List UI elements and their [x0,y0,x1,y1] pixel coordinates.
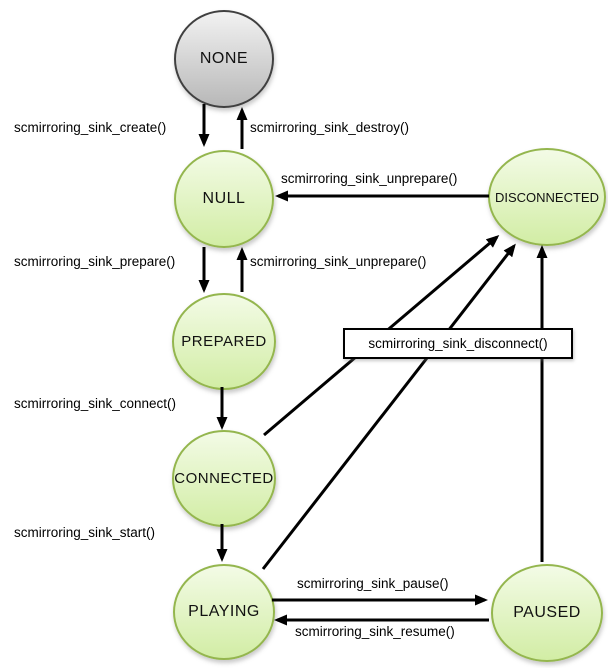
label-start: scmirroring_sink_start() [14,525,156,540]
state-null-label: NULL [202,190,246,207]
label-unprepare-from-disconnected: scmirroring_sink_unprepare() [281,171,458,186]
state-playing: PLAYING [173,564,275,660]
label-prepare: scmirroring_sink_prepare() [14,254,176,269]
state-playing-label: PLAYING [188,603,260,620]
label-resume: scmirroring_sink_resume() [295,624,455,639]
label-pause: scmirroring_sink_pause() [297,576,449,591]
state-paused-label: PAUSED [513,604,581,621]
label-connect: scmirroring_sink_connect() [14,396,177,411]
state-disconnected-label: DISCONNECTED [494,189,599,205]
arrow-disconnect-from-playing [261,243,516,570]
state-paused: PAUSED [491,564,603,662]
state-prepared-label: PREPARED [181,333,267,350]
label-create: scmirroring_sink_create() [14,120,167,135]
state-none: NONE [174,10,274,108]
state-connected: CONNECTED [172,430,276,527]
disconnect-transition-box: scmirroring_sink_disconnect() [343,328,573,359]
state-null: NULL [174,150,274,248]
state-prepared: PREPARED [172,293,276,390]
label-destroy: scmirroring_sink_destroy() [250,120,410,135]
state-none-label: NONE [199,50,249,67]
label-unprepare-from-prepared: scmirroring_sink_unprepare() [250,254,427,269]
state-connected-label: CONNECTED [174,470,274,487]
